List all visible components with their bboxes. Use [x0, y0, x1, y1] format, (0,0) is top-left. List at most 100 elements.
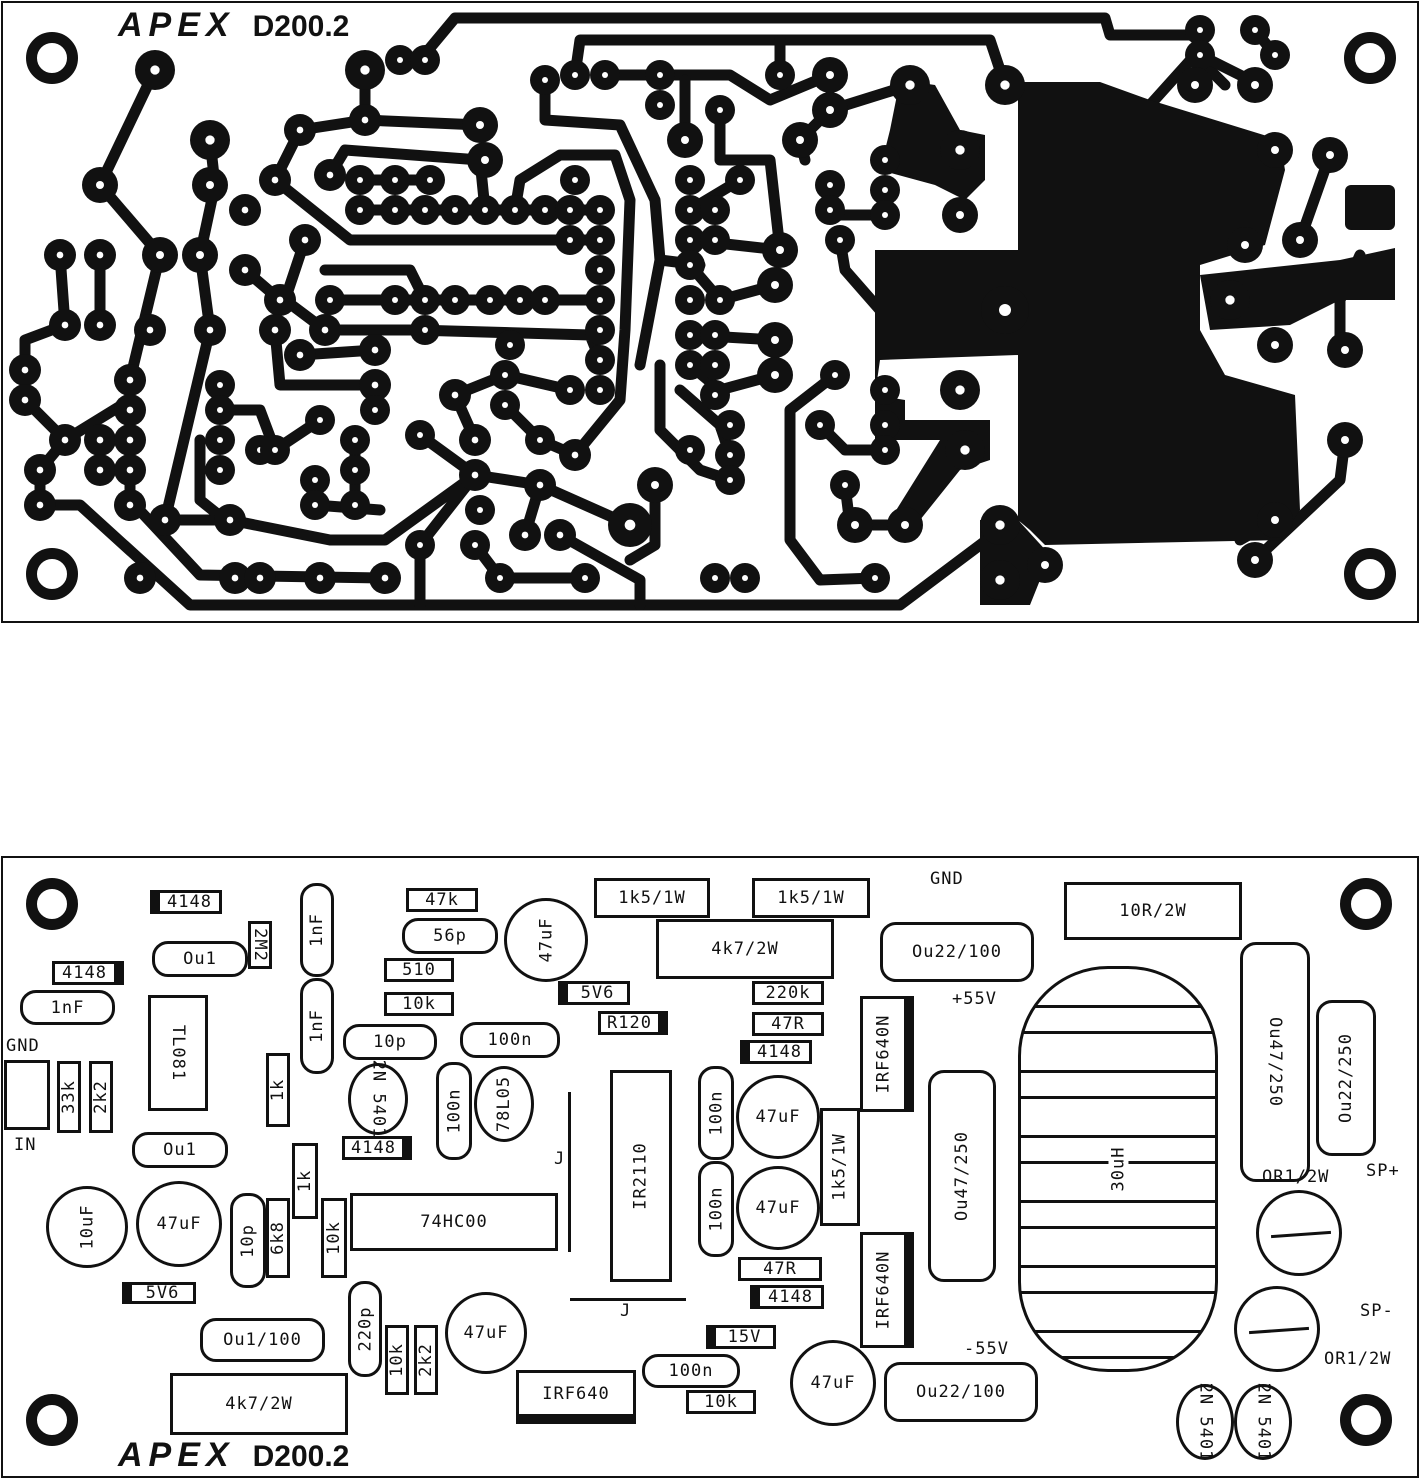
- pad-drill-hole: [271, 326, 279, 334]
- pad-drill-hole: [241, 206, 249, 214]
- component-label: 5V6: [145, 1283, 180, 1303]
- pad-drill-hole: [687, 332, 693, 338]
- component-label: 47uF: [755, 1107, 801, 1127]
- resistor: 10k: [385, 1325, 409, 1395]
- pad-drill-hole: [681, 136, 689, 144]
- jumper-label: J: [620, 1301, 632, 1321]
- component-label: 74HC00: [420, 1212, 488, 1232]
- power-resistor: [1234, 1286, 1320, 1372]
- pad-drill-hole: [956, 211, 964, 219]
- copper-pour: [880, 80, 985, 200]
- pad-drill-hole: [422, 327, 428, 333]
- resistor-label: OR1/2W: [1324, 1349, 1392, 1369]
- pad-drill-hole: [687, 177, 693, 183]
- pad-drill-hole: [882, 387, 888, 393]
- pad-drill-hole: [21, 396, 29, 404]
- capacitor: 1nF: [300, 883, 334, 977]
- component-label: 47uF: [535, 917, 556, 963]
- pad-drill-hole: [517, 297, 523, 303]
- pad-drill-hole: [687, 447, 693, 453]
- component-label: 1k5/1W: [618, 888, 686, 908]
- copper-trace: [509, 149, 636, 461]
- resistor: 10k: [686, 1390, 756, 1414]
- resistor: 10k: [384, 992, 454, 1016]
- electrolytic-capacitor: 47uF: [736, 1166, 820, 1250]
- pad-drill-hole: [999, 304, 1011, 316]
- pad-drill-hole: [371, 346, 379, 354]
- pad-drill-hole: [312, 502, 318, 508]
- component-label: IRF640N: [873, 1014, 894, 1094]
- pad-drill-hole: [712, 237, 718, 243]
- pad-drill-hole: [712, 392, 718, 398]
- component-label: 1k5/1W: [830, 1133, 851, 1201]
- pad-drill-hole: [1271, 516, 1279, 524]
- component-label: R120: [607, 1013, 652, 1033]
- pad-drill-hole: [417, 542, 423, 548]
- capacitor: 100n: [698, 1161, 734, 1257]
- pad-drill-hole: [392, 207, 398, 213]
- component-label: 1k5/1W: [777, 888, 845, 908]
- pad-drill-hole: [96, 436, 104, 444]
- copper-trace: [554, 529, 646, 611]
- diode: 4148: [52, 961, 124, 985]
- pad-drill-hole: [422, 297, 428, 303]
- pad-drill-hole: [796, 136, 804, 144]
- pad-drill-hole: [597, 237, 603, 243]
- pad-drill-hole: [1197, 27, 1203, 33]
- pad-drill-hole: [727, 452, 733, 458]
- pad-drill-hole: [901, 521, 909, 529]
- pad-drill-hole: [597, 267, 603, 273]
- pad-drill-hole: [272, 447, 278, 453]
- pad-drill-hole: [217, 382, 223, 388]
- pad-drill-hole: [542, 297, 548, 303]
- pad-drill-hole: [1296, 236, 1304, 244]
- pad-drill-hole: [482, 207, 488, 213]
- pad-drill-hole: [126, 466, 134, 474]
- resistor: 47R: [752, 1012, 824, 1036]
- power-resistor: 4k7/2W: [656, 919, 834, 979]
- component-label: 5V6: [580, 983, 615, 1003]
- pad-drill-hole: [241, 266, 249, 274]
- capacitor: 10p: [343, 1024, 437, 1060]
- pad-drill-hole: [256, 574, 264, 582]
- resistor: R120: [598, 1011, 668, 1035]
- component-label: IRF640N: [873, 1250, 894, 1330]
- resistor: 47k: [406, 888, 478, 912]
- pad-drill-hole: [161, 516, 169, 524]
- resistor: 10k: [321, 1198, 347, 1278]
- pad-drill-hole: [276, 296, 284, 304]
- pad-drill-hole: [126, 406, 134, 414]
- pad-drill-hole: [150, 65, 160, 75]
- power-resistor: [1256, 1190, 1342, 1276]
- pad-drill-hole: [427, 177, 433, 183]
- pad-drill-hole: [955, 145, 965, 155]
- pad-drill-hole: [1041, 561, 1049, 569]
- pad-drill-hole: [361, 116, 369, 124]
- pad-drill-hole: [360, 65, 370, 75]
- pad-drill-hole: [316, 574, 324, 582]
- pad-drill-hole: [827, 207, 833, 213]
- pad-drill-hole: [1326, 151, 1334, 159]
- pad-drill-hole: [995, 520, 1005, 530]
- resistor-mark: [1270, 1230, 1332, 1239]
- component-label: 6k8: [268, 1221, 288, 1255]
- mounting-hole: [1340, 1394, 1392, 1446]
- copper-trace: [214, 404, 326, 456]
- pad-drill-hole: [717, 297, 723, 303]
- jumper-wire: [568, 1092, 571, 1252]
- component-label: 1nF: [307, 1009, 327, 1043]
- brand-logo: APEX: [118, 1436, 235, 1474]
- capacitor: 100n: [698, 1066, 734, 1160]
- pad-drill-hole: [776, 246, 784, 254]
- mounting-hole: [26, 1394, 78, 1446]
- copper-trace: [414, 429, 636, 531]
- pad-drill-hole: [451, 391, 459, 399]
- transistor: 2N 5401: [1176, 1383, 1234, 1461]
- mounting-hole: [26, 878, 78, 930]
- pad-drill-hole: [995, 575, 1005, 585]
- pad-drill-hole: [61, 436, 69, 444]
- copper-trace: [539, 74, 666, 371]
- pad-drill-hole: [36, 501, 44, 509]
- pad-drill-hole: [624, 519, 636, 531]
